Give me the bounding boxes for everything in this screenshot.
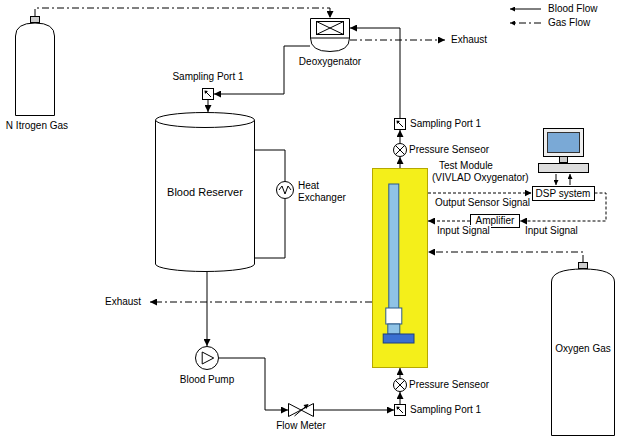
legend-text: Blood Flow: [548, 3, 597, 15]
blood-line: [255, 199, 285, 258]
blood-line: [207, 272, 208, 346]
blood-line: [214, 46, 310, 94]
component-label: Flow Meter: [266, 420, 336, 432]
exhaust-line: [350, 40, 445, 41]
oxygen-cylinder: Oxygen Gas: [551, 262, 615, 436]
exhaust-line: [150, 302, 372, 303]
test-module: Test Module (VIVLAD Oxygenator): [372, 168, 428, 368]
component-label: N Itrogen Gas: [0, 120, 75, 132]
legend-text: Gas Flow: [548, 17, 590, 29]
sampling-port-outline: [394, 404, 406, 416]
heat-exchanger-outline: [276, 181, 294, 199]
blood-line: [400, 157, 401, 168]
component-label: Heat Exchanger: [298, 180, 364, 204]
component-label: Blood Pump: [167, 374, 247, 386]
sampling-port-outline: [202, 88, 214, 100]
gas-line: [35, 8, 330, 18]
nitrogen-cylinder-outline: [15, 16, 55, 116]
blood-line: [314, 410, 394, 411]
blood-pump-outline: [195, 346, 219, 370]
pressure-sensor-outline: [393, 143, 407, 157]
data-link: [556, 174, 557, 185]
legend-sample: [508, 17, 542, 29]
deoxygenator: Deoxygenator: [310, 18, 350, 52]
signal-label: Output Sensor Signal: [434, 197, 531, 209]
exhaust-label: Exhaust: [450, 34, 488, 46]
legend-entry: Gas Flow: [508, 17, 590, 29]
component-label: Oxygen Gas: [555, 343, 611, 355]
sampling-port: Sampling Port 1: [394, 118, 406, 130]
component-label: Deoxygenator: [290, 56, 370, 68]
nitrogen-cylinder: N Itrogen Gas: [15, 16, 55, 116]
sampling-port: Sampling Port 1: [202, 88, 214, 100]
blood-line: [400, 368, 401, 378]
flow-meter-outline: [288, 403, 314, 417]
data-link: [570, 174, 571, 185]
blood-line: [400, 130, 401, 143]
blood-line: [400, 392, 401, 404]
component-label: Pressure Senseor: [409, 379, 499, 391]
signal-line: [428, 193, 532, 194]
pressure-sensor: Pressure Senseor: [393, 143, 407, 157]
component-label: Sampling Port 1: [410, 118, 500, 130]
pressure-sensor-outline: [393, 378, 407, 392]
signal-label: Input Signal: [436, 225, 491, 237]
exhaust-label: Exhaust: [104, 296, 142, 308]
legend-entry: Blood Flow: [508, 3, 597, 15]
heat-exchanger: Heat Exchanger: [276, 181, 294, 199]
component-label: Sampling Port 1: [158, 71, 258, 83]
deoxygenator-outline: [310, 18, 350, 52]
gas-line: [428, 252, 583, 262]
component-label: Pressure Senseor: [409, 144, 499, 156]
component-label: Test Module (VIVLAD Oxygenator): [432, 160, 533, 184]
blood-reservoir: Blood Reserver: [155, 112, 255, 272]
blood-pump: Blood Pump: [195, 346, 219, 370]
pressure-sensor: Pressure Senseor: [393, 378, 407, 392]
flow-meter: Flow Meter: [288, 403, 314, 417]
blood-line: [255, 150, 285, 181]
test-module-outline: [372, 168, 428, 368]
signal-label: Input Signal: [524, 225, 579, 237]
dsp-box: DSP system: [532, 186, 595, 201]
legend-sample: [508, 3, 542, 15]
blood-line: [208, 100, 209, 112]
sampling-port: Sampling Port 1: [394, 404, 406, 416]
component-label: Blood Reserver: [167, 186, 243, 198]
signal-line: [428, 221, 470, 222]
sampling-port-outline: [394, 118, 406, 130]
computer-icon: [539, 129, 589, 173]
component-label: DSP system: [536, 188, 591, 200]
component-label: Sampling Port 1: [410, 404, 500, 416]
blood-line: [350, 28, 400, 118]
